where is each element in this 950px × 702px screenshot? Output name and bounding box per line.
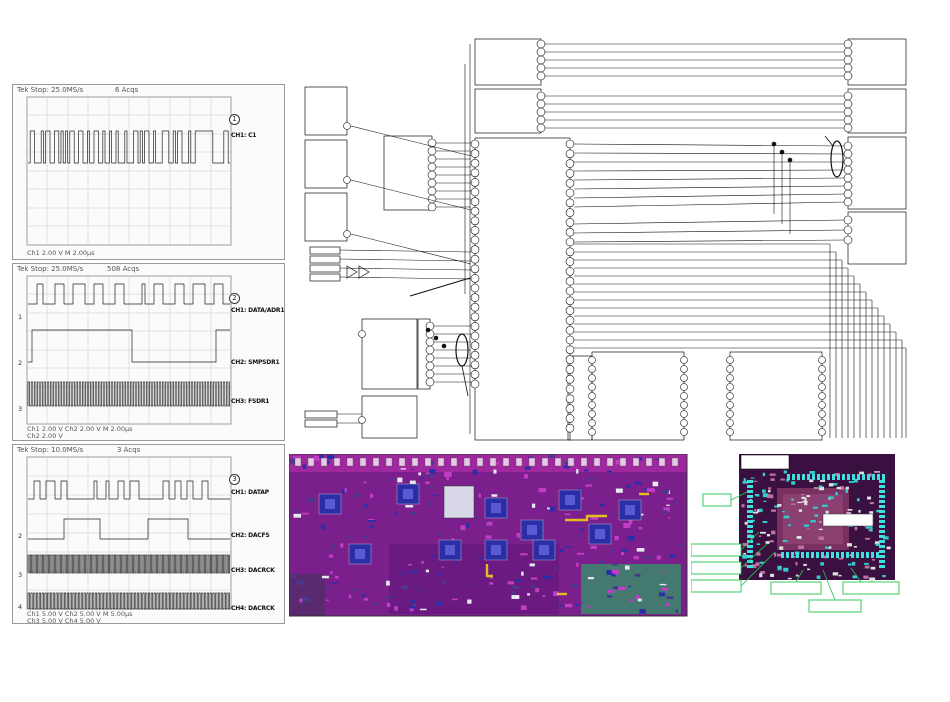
bottom-left-block — [361, 395, 418, 439]
scope-footer: Ch1 2.00 V M 2.00µs — [27, 249, 95, 257]
callout-box — [842, 581, 900, 595]
oscilloscope-screen-1: Tek Stop: 25.0MS/s 6 Acqs 1 CH1: C1 Ch1 … — [12, 84, 285, 260]
scope-header-left: Tek Stop: 25.0MS/s — [17, 265, 84, 273]
channel-label: CH3: DACRCK — [231, 567, 275, 574]
scope-3-waveform — [26, 456, 232, 610]
channel-label: CH1: DATA/ADR1 — [231, 307, 285, 314]
scope-footer: Ch2 2.00 V — [27, 432, 63, 440]
channel-marker: 2 — [18, 359, 23, 367]
top-block — [474, 38, 542, 86]
right-block — [847, 211, 907, 265]
scope-number-badge: 2 — [229, 293, 240, 304]
callout-box — [702, 493, 732, 507]
scope-header-left: Tek Stop: 25.0MS/s — [17, 86, 84, 94]
callout-box — [808, 599, 862, 613]
left-block — [304, 139, 348, 189]
connector-block — [383, 135, 433, 211]
right-block — [847, 136, 907, 210]
callout-box — [770, 581, 822, 595]
right-block — [847, 38, 907, 86]
right-block — [847, 88, 907, 134]
lower-left-block — [361, 318, 418, 390]
channel-label: CH2: SMPSDR1 — [231, 359, 280, 366]
callout-box — [691, 579, 742, 593]
oscilloscope-screen-2: Tek Stop: 25.0MS/s 508 Acqs 1 2 3 2 CH1:… — [12, 263, 285, 441]
scope-number-badge: 1 — [229, 114, 240, 125]
channel-label: CH4: DACRCK — [231, 605, 275, 612]
block-schematic-diagram — [304, 38, 907, 441]
channel-marker: 2 — [18, 532, 23, 540]
main-chip — [474, 137, 571, 441]
callout-box — [691, 543, 742, 557]
callout-box — [691, 561, 742, 575]
bottom-block — [729, 351, 823, 441]
channel-marker: 3 — [18, 405, 23, 413]
pcb-layout-image — [289, 454, 688, 617]
scope-number-badge: 3 — [229, 474, 240, 485]
oscilloscope-screen-3: Tek Stop: 10.0MS/s 3 Acqs 2 3 4 3 CH1: D… — [12, 444, 285, 625]
scope-header-right: 6 Acqs — [115, 86, 139, 94]
bottom-block — [591, 351, 685, 441]
scope-footer: Ch3 5.00 V Ch4 5.00 V — [27, 617, 101, 625]
left-block — [304, 192, 348, 242]
channel-label: CH2: DACFS — [231, 532, 270, 539]
scope-header-right: 508 Acqs — [107, 265, 140, 273]
scope-header-left: Tek Stop: 10.0MS/s — [17, 446, 84, 454]
channel-label: CH3: FSDR1 — [231, 398, 270, 405]
channel-label: CH1: DATAP — [231, 489, 269, 496]
channel-label: CH1: C1 — [231, 132, 257, 139]
scope-2-waveform — [26, 275, 232, 425]
scope-1-waveform — [26, 96, 232, 246]
scope-footer: Ch1 2.00 V Ch2 2.00 V M 2.00µs — [27, 425, 133, 433]
scope-header-right: 3 Acqs — [117, 446, 141, 454]
scope-footer: Ch1 5.00 V Ch2 5.00 V M 5.00µs — [27, 610, 133, 618]
left-block — [304, 86, 348, 136]
bga-chip — [443, 485, 475, 519]
channel-marker: 4 — [18, 603, 23, 611]
board-photo-with-callouts — [691, 454, 900, 613]
channel-marker: 3 — [18, 571, 23, 579]
channel-marker: 1 — [18, 313, 23, 321]
top-block — [474, 88, 542, 134]
